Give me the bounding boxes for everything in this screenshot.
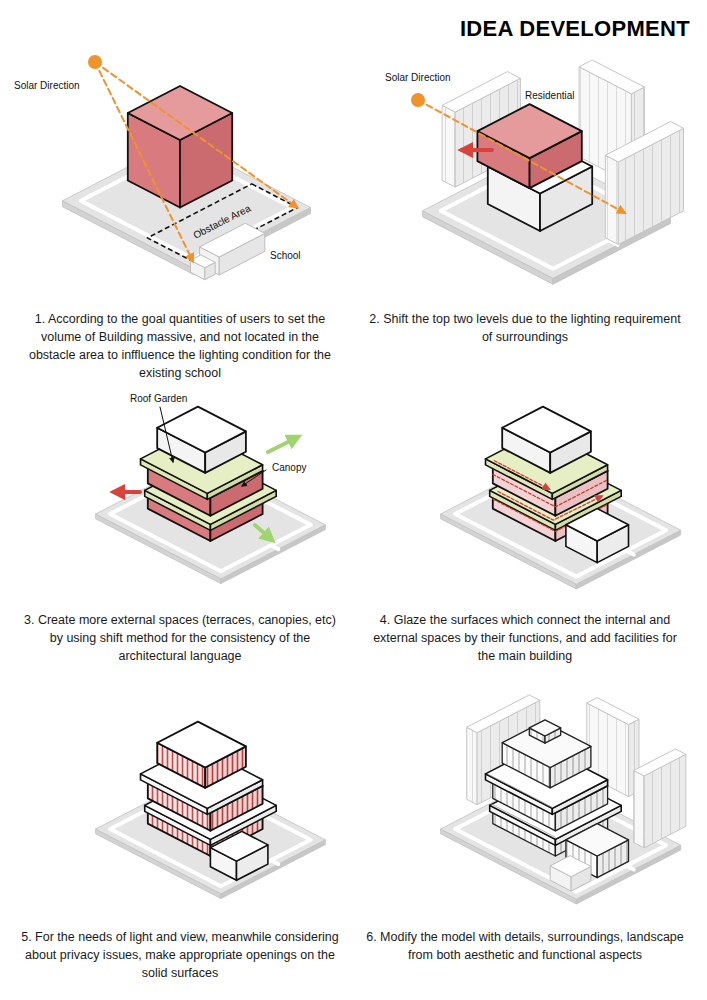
leader-line — [242, 470, 266, 486]
block-top — [566, 509, 629, 541]
solar-ray — [95, 62, 193, 262]
block-side — [605, 155, 618, 244]
sun-symbol — [88, 55, 102, 69]
step-caption: 6. Modify the model with details, surrou… — [365, 928, 685, 964]
step-illustration — [63, 55, 311, 280]
block-side — [634, 771, 645, 848]
building-level — [157, 407, 246, 473]
step-illustration — [411, 60, 684, 284]
block-top — [157, 722, 246, 768]
site-road — [271, 545, 278, 549]
step-caption: 2. Shift the top two levels due to the l… — [365, 310, 685, 346]
block-side — [467, 727, 477, 804]
shifted-levels — [477, 104, 581, 188]
block-top — [190, 255, 215, 268]
block-top — [634, 749, 686, 776]
step-caption: 5. For the needs of light and view, mean… — [20, 928, 340, 982]
block-top — [467, 695, 540, 733]
page-title: IDEA DEVELOPMENT — [460, 16, 690, 42]
block-top — [566, 824, 629, 856]
space-arrow — [255, 525, 272, 540]
block-top — [210, 831, 268, 861]
residential-slab — [605, 122, 683, 245]
step-illustration — [96, 407, 326, 584]
site-road — [271, 860, 278, 864]
annotation-label: Canopy — [270, 462, 308, 474]
annotation-label: Solar Direction — [383, 72, 453, 84]
step-illustration — [96, 722, 326, 899]
block-top — [587, 698, 639, 725]
step-illustration — [441, 695, 686, 904]
solar-ray — [418, 100, 625, 213]
block-top — [605, 122, 683, 163]
block-top — [529, 720, 560, 736]
building-level — [502, 407, 591, 473]
railing-line — [492, 804, 556, 837]
sun-symbol — [411, 93, 425, 107]
annotation-label: Solar Direction — [12, 80, 82, 92]
block-top — [550, 856, 591, 877]
building-level — [157, 722, 246, 788]
space-arrow — [268, 437, 298, 452]
shift-arrow — [462, 148, 492, 152]
solar-ray — [95, 62, 297, 208]
facility-block — [566, 509, 629, 563]
step-caption: 3. Create more external spaces (terraces… — [20, 611, 340, 665]
site-road — [626, 866, 633, 870]
building-mass — [128, 86, 232, 208]
annotation-label: Obstacle Area — [190, 201, 255, 242]
shift-arrow — [114, 490, 140, 494]
leader-line — [160, 407, 173, 462]
block-top — [442, 72, 520, 113]
step-caption: 1. According to the goal quantities of u… — [20, 310, 340, 382]
railing-line — [489, 774, 553, 807]
roof-structure — [529, 720, 560, 743]
block-top — [579, 60, 644, 94]
school-block — [190, 255, 215, 280]
annotation-label: School — [268, 250, 303, 262]
facility-block — [210, 831, 268, 880]
school-block — [550, 856, 591, 892]
block-top — [157, 407, 246, 453]
block-top — [128, 86, 232, 140]
circulation-arrow — [494, 461, 548, 489]
step-illustration — [441, 407, 681, 589]
annotation-label: Roof Garden — [128, 393, 189, 405]
step-caption: 4. Glaze the surfaces which connect the … — [365, 611, 685, 665]
annotation-label: Residential — [523, 90, 576, 102]
block-top — [502, 407, 591, 453]
residential-slab — [634, 749, 686, 848]
site-road — [626, 551, 633, 555]
